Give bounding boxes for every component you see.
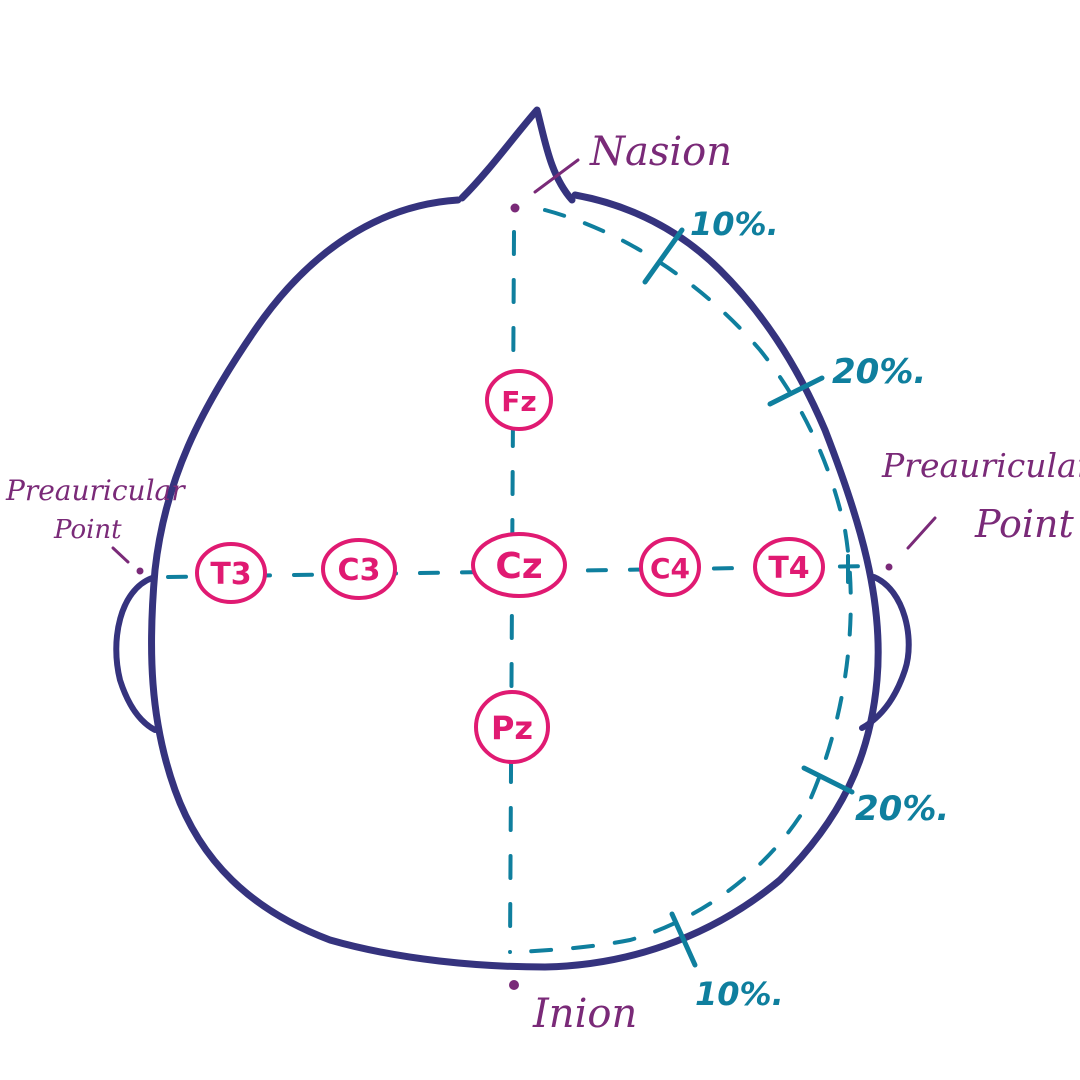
- right-preauricular-pointer: [906, 516, 937, 550]
- tick-bottom-20: [801, 765, 855, 795]
- circumference-guide: [518, 208, 853, 954]
- electrode-cz-label: Cz: [495, 546, 542, 587]
- inion-dot: [509, 980, 519, 990]
- right-preauricular-label-line1: Preauricular: [881, 446, 1080, 485]
- left-preauricular-label-line2: Point: [53, 515, 122, 545]
- electrode-pz: Pz: [474, 690, 550, 764]
- nasion-label: Nasion: [589, 129, 732, 175]
- electrode-fz-label: Fz: [501, 385, 536, 418]
- pct-bottom-10: 10%.: [695, 975, 784, 1013]
- right-preauricular-label-line2: Point: [974, 502, 1075, 546]
- electrode-t3: T3: [195, 542, 267, 604]
- tick-top-10: [642, 227, 685, 285]
- electrode-t3-label: T3: [210, 557, 251, 592]
- electrode-pz-label: Pz: [491, 709, 533, 747]
- left-ear: [113, 575, 158, 733]
- left-preauricular-dot: [136, 567, 144, 575]
- tick-bottom-10: [669, 911, 698, 968]
- head-outline: [148, 191, 882, 971]
- inion-label: Inion: [532, 991, 637, 1037]
- electrode-c4-label: C4: [650, 552, 690, 585]
- nose-outline: [458, 106, 576, 204]
- right-preauricular-dot: [885, 563, 893, 571]
- electrode-fz: Fz: [485, 369, 553, 431]
- pct-bottom-20: 20%.: [855, 789, 949, 829]
- right-ear: [859, 574, 912, 731]
- pct-top-10: 10%.: [690, 205, 779, 243]
- electrode-t4-label: T4: [768, 551, 809, 586]
- tick-top-20: [767, 375, 825, 407]
- electrode-cz: Cz: [471, 532, 567, 598]
- electrode-c3-label: C3: [338, 553, 381, 588]
- nasion-dot: [510, 203, 520, 213]
- pct-top-20: 20%.: [832, 352, 926, 392]
- nasion-pointer: [533, 158, 580, 194]
- electrode-c3: C3: [321, 538, 397, 600]
- electrode-c4: C4: [639, 537, 701, 597]
- left-preauricular-pointer: [111, 546, 130, 564]
- electrode-t4: T4: [753, 537, 825, 597]
- left-preauricular-label-line1: Preauricular: [5, 474, 186, 507]
